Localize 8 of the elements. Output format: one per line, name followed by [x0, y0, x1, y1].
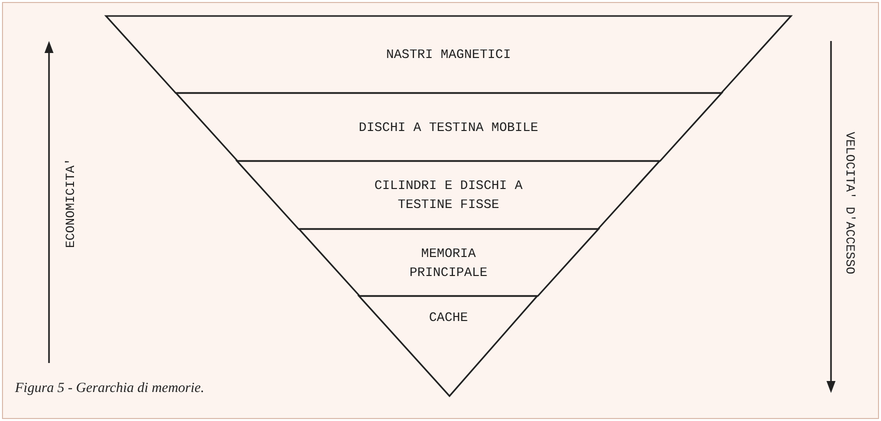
figure-caption: Figura 5 - Gerarchia di memorie.: [15, 381, 204, 397]
level-label: DISCHI A TESTINA MOBILE: [358, 118, 540, 136]
level-label: CACHE: [428, 308, 469, 326]
axis-label: ECONOMICITA': [64, 158, 78, 248]
level-label: CILINDRI E DISCHI A TESTINE FISSE: [373, 177, 524, 214]
level-label: NASTRI MAGNETICI: [385, 46, 512, 64]
level-label: MEMORIA PRINCIPALE: [408, 244, 488, 282]
axis-label: VELOCITA' D'ACCESSO: [842, 132, 856, 274]
